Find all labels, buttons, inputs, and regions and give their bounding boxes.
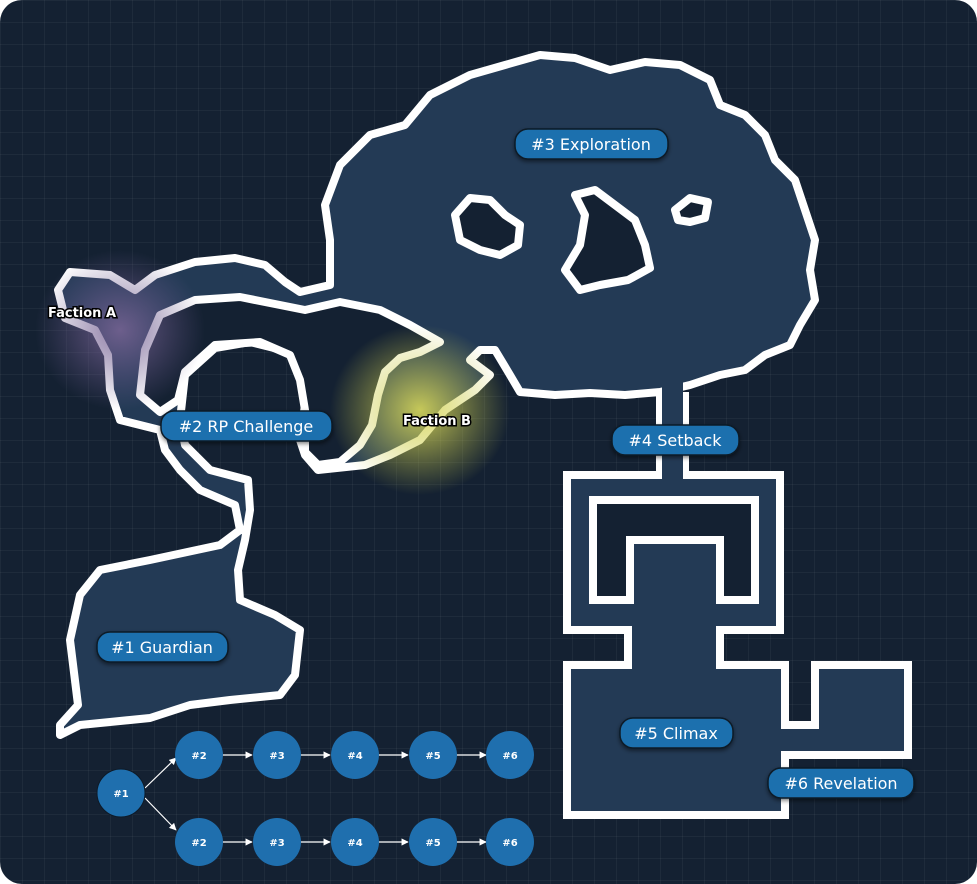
exploration-rock-1 — [451, 194, 524, 259]
svg-text:#3 Exploration: #3 Exploration — [531, 135, 651, 154]
svg-text:#1: #1 — [113, 789, 128, 800]
svg-text:#5 Climax: #5 Climax — [634, 724, 718, 743]
dungeon-inner-walls — [589, 496, 759, 604]
flow-node-top-4[interactable]: #5 — [409, 731, 457, 779]
flow-node-top-5[interactable]: #6 — [486, 731, 534, 779]
svg-text:#5: #5 — [425, 751, 440, 762]
room-label-exploration[interactable]: #3 Exploration — [514, 128, 669, 160]
exploration-rock-2 — [561, 186, 654, 294]
flow-node-top-3[interactable]: #4 — [331, 731, 379, 779]
flow-node-top-1[interactable]: #2 — [175, 731, 223, 779]
svg-text:#2: #2 — [191, 751, 206, 762]
room-label-setback[interactable]: #4 Setback — [611, 424, 740, 456]
flow-node-bottom-5[interactable]: #6 — [486, 818, 534, 866]
exploration-rock-3 — [671, 194, 712, 226]
svg-text:#6: #6 — [502, 751, 517, 762]
room-label-climax[interactable]: #5 Climax — [619, 717, 734, 749]
flowchart: #1 #2 #3 #4 #5 #6 #2 #3 — [96, 731, 534, 866]
svg-text:#6 Revelation: #6 Revelation — [784, 774, 897, 793]
faction-a-zone — [35, 250, 205, 410]
svg-text:#2 RP Challenge: #2 RP Challenge — [179, 417, 314, 436]
svg-text:#1 Guardian: #1 Guardian — [111, 638, 213, 657]
svg-text:#4: #4 — [347, 838, 362, 849]
flow-node-bottom-1[interactable]: #2 — [175, 818, 223, 866]
faction-b-zone — [330, 325, 510, 495]
svg-text:#3: #3 — [269, 838, 284, 849]
svg-text:#6: #6 — [502, 838, 517, 849]
room-label-rp-challenge[interactable]: #2 RP Challenge — [160, 410, 333, 442]
flowchart-edges — [144, 751, 487, 846]
dungeon-structure — [563, 460, 912, 819]
room-label-guardian[interactable]: #1 Guardian — [96, 631, 229, 663]
svg-text:#2: #2 — [191, 838, 206, 849]
room-label-revelation[interactable]: #6 Revelation — [767, 767, 915, 799]
svg-text:#3: #3 — [269, 751, 284, 762]
flow-node-bottom-4[interactable]: #5 — [409, 818, 457, 866]
faction-b-label: Faction B — [403, 414, 471, 429]
flow-node-bottom-3[interactable]: #4 — [331, 818, 379, 866]
flow-node-start[interactable]: #1 — [96, 768, 146, 818]
flow-node-top-2[interactable]: #3 — [253, 731, 301, 779]
svg-text:#5: #5 — [425, 838, 440, 849]
svg-text:#4: #4 — [347, 751, 362, 762]
flow-node-bottom-2[interactable]: #3 — [253, 818, 301, 866]
faction-a-label: Faction A — [48, 306, 116, 321]
svg-text:#4 Setback: #4 Setback — [629, 431, 723, 450]
